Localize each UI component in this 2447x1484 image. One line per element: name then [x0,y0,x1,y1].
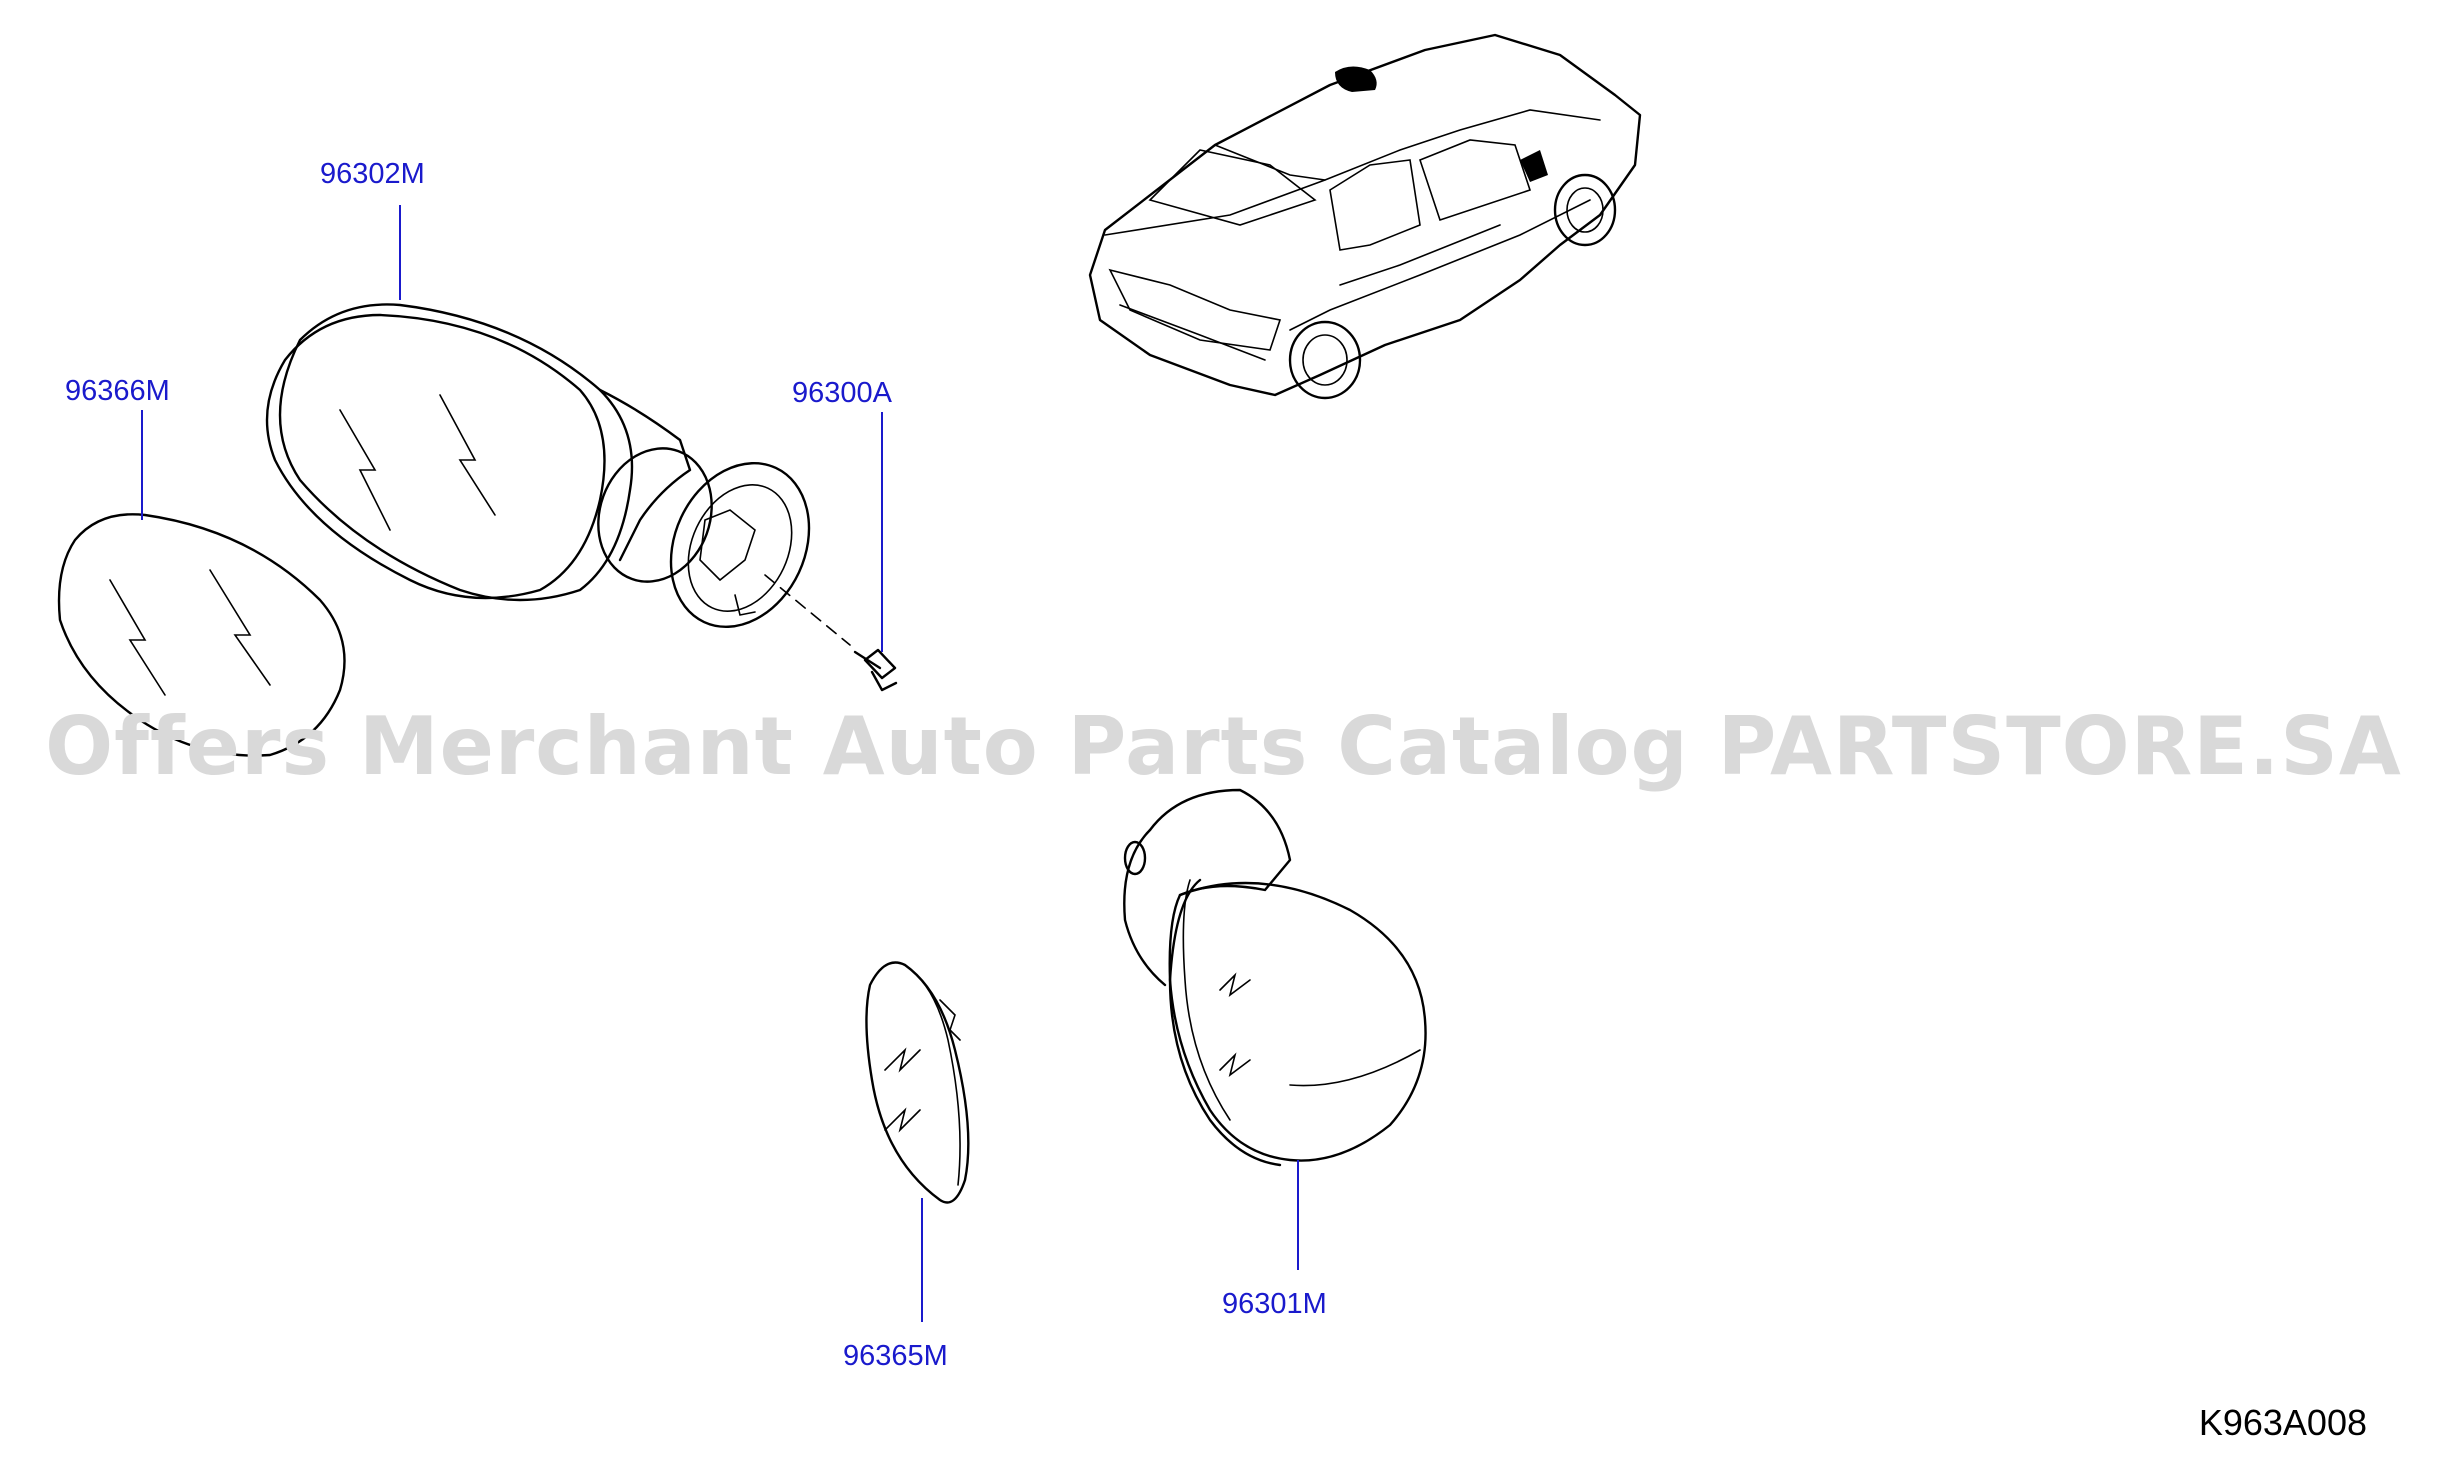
mirror-housing-96301M [1123,788,1427,1167]
car-illustration [1088,33,1642,400]
part-label-96302M[interactable]: 96302M [320,158,425,190]
mirror-housing-96302M [265,303,811,628]
leader-lines [141,205,1299,1322]
diagram-code: K963A008 [2198,1402,2367,1443]
mirror-glass-96365M [865,961,970,1204]
screw-96300A [764,574,898,692]
mirror-glass-96366M [57,513,346,757]
part-label-96366M[interactable]: 96366M [65,375,170,407]
part-label-96301M[interactable]: 96301M [1222,1288,1327,1320]
part-label-96300A[interactable]: 96300A [792,377,892,409]
part-label-96365M[interactable]: 96365M [843,1340,948,1372]
watermark-text: Offers Merchant Auto Parts Catalog PARTS… [45,700,2402,793]
